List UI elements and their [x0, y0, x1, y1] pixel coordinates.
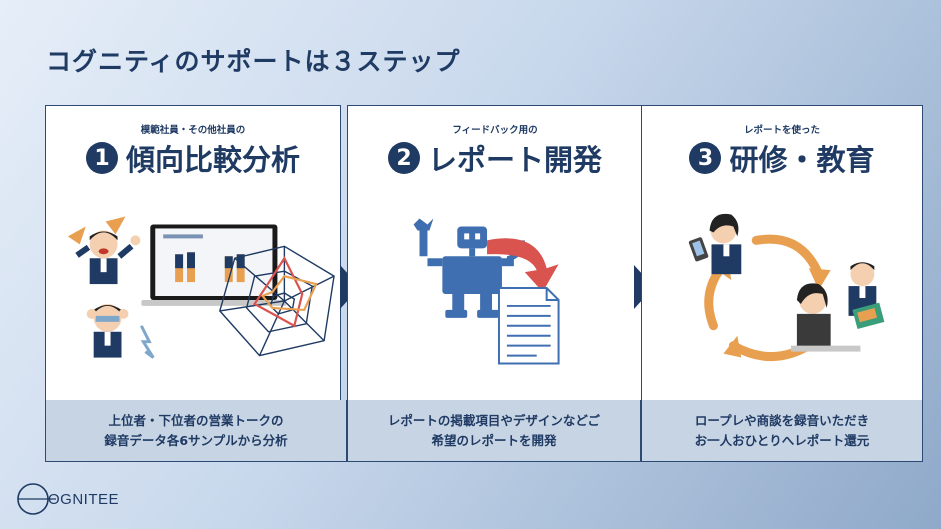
logo-text: OGNITEE — [48, 490, 120, 508]
worried-businessman-icon — [86, 303, 155, 359]
step-2-caption-line-2: 希望のレポートを開発 — [431, 432, 557, 448]
step-3-caption: ロープレや商談を録音いただき お一人おひとりへレポート還元 — [641, 400, 923, 462]
step-1-number-badge: 1 — [85, 142, 118, 174]
cognitee-logo: OGNITEE — [16, 482, 119, 516]
step-2-number-badge: 2 — [387, 142, 420, 174]
woman-with-phone-icon — [688, 213, 742, 275]
robot-icon — [413, 218, 525, 318]
step-3-heading-row: 3 研修・教育 — [642, 137, 922, 179]
step-2-subtitle: フィードバック用の — [452, 125, 538, 136]
step-3-caption-line-2: お一人おひとりへレポート還元 — [694, 432, 870, 448]
step-1-heading: 傾向比較分析 — [125, 143, 300, 177]
step-2-panel: フィードバック用の 2 レポート開発 — [347, 105, 643, 401]
step-3-illustration — [688, 213, 885, 362]
curved-arrow-icon — [487, 238, 559, 293]
step-1-caption-line-2: 録音データ各6サンプルから分析 — [104, 432, 288, 448]
step-1-illustration — [67, 216, 335, 359]
laptop-chart-icon — [141, 224, 287, 306]
step-1-panel: 模範社員・その他社員の 1 傾向比較分析 — [45, 105, 341, 401]
step-3-subtitle: レポートを使った — [743, 125, 820, 136]
trainees-icon — [790, 262, 885, 352]
step-2-caption-line-1: レポートの掲載項目やデザインなどご — [387, 413, 601, 429]
step-1-heading-row: 1 傾向比較分析 — [46, 137, 340, 179]
slide-title: コグニティのサポートは３ステップ — [46, 47, 461, 76]
radar-chart-icon — [219, 245, 335, 357]
step-3-heading: 研修・教育 — [729, 143, 875, 177]
step-3-number-badge: 3 — [689, 142, 722, 174]
step-2-heading: レポート開発 — [427, 143, 602, 177]
excited-businessman-icon — [67, 216, 141, 285]
step-2-heading-row: 2 レポート開発 — [348, 137, 642, 179]
step-1-caption: 上位者・下位者の営業トークの 録音データ各6サンプルから分析 — [45, 400, 347, 462]
document-icon — [497, 287, 560, 365]
logo-ring-icon — [17, 483, 56, 515]
step-1-caption-line-1: 上位者・下位者の営業トークの — [108, 413, 284, 429]
step-2-caption: レポートの掲載項目やデザインなどご 希望のレポートを開発 — [347, 400, 641, 462]
step-1-subtitle: 模範社員・その他社員の — [140, 125, 246, 136]
step-3-panel: レポートを使った 3 研修・教育 — [641, 105, 923, 401]
step-2-illustration — [413, 218, 560, 365]
step-3-caption-line-1: ロープレや商談を録音いただき — [694, 413, 870, 429]
